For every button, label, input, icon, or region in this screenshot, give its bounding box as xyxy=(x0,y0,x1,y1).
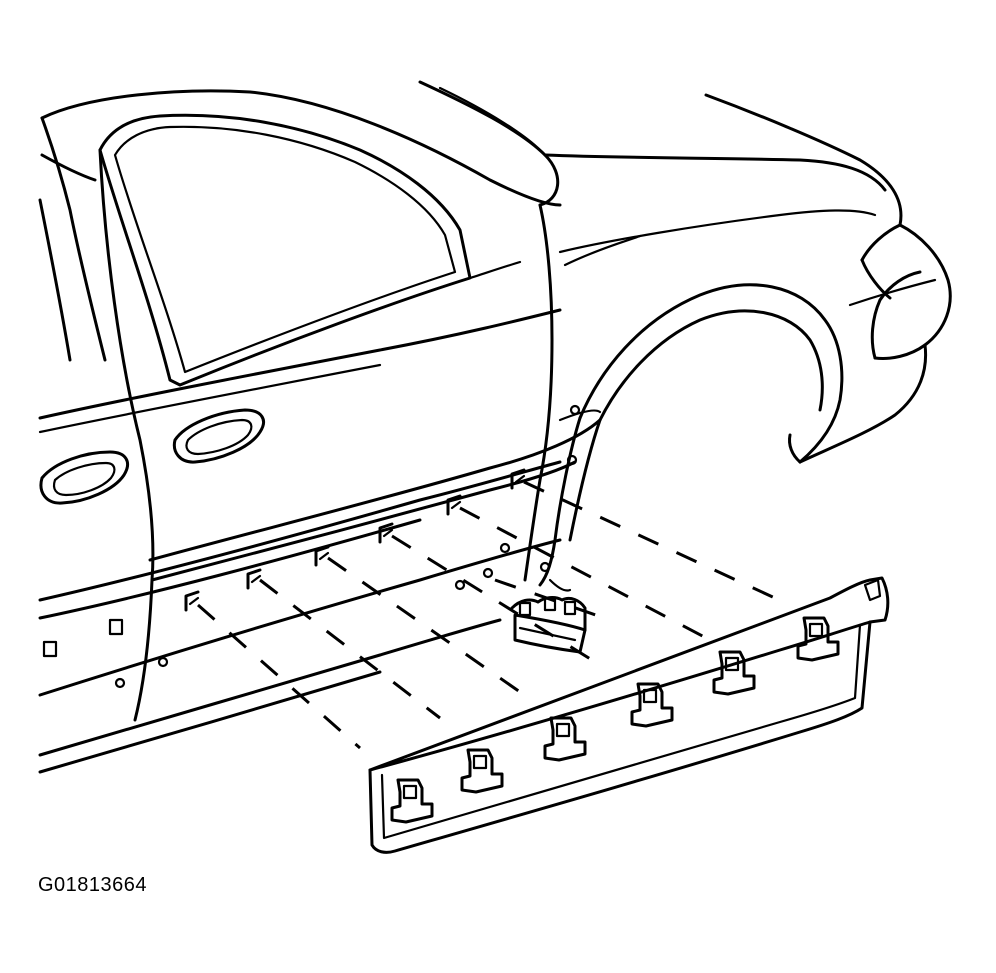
figure-id-label: G01813664 xyxy=(38,874,148,896)
round-hole xyxy=(569,404,581,416)
front-door-window xyxy=(98,113,522,387)
round-hole xyxy=(454,579,466,591)
round-hole xyxy=(539,561,551,573)
fender-bracket-clip xyxy=(510,596,587,654)
square-hole xyxy=(108,618,124,636)
molding-clip xyxy=(390,778,434,824)
round-hole xyxy=(157,656,169,668)
vehicle-side-body xyxy=(38,116,602,774)
door-clip-locators xyxy=(184,468,526,612)
round-hole xyxy=(114,677,126,689)
round-hole xyxy=(482,567,494,579)
alignment-leader-lines xyxy=(197,480,791,750)
vehicle-upper-body xyxy=(40,80,952,464)
molding-clips xyxy=(390,616,840,824)
molding-clip xyxy=(460,748,504,794)
molding-clip xyxy=(712,650,756,696)
molding-clip xyxy=(630,682,674,728)
front-door-handle xyxy=(172,408,265,464)
mounting-holes xyxy=(42,404,581,689)
molding-clip xyxy=(796,616,840,662)
round-hole xyxy=(499,542,511,554)
molding-clip xyxy=(543,716,587,762)
body-side-molding xyxy=(368,576,890,854)
round-hole xyxy=(566,454,578,466)
rear-door-handle xyxy=(39,450,129,505)
square-hole xyxy=(42,640,58,658)
door-handles xyxy=(39,408,265,505)
front-wheel-opening xyxy=(538,283,844,587)
